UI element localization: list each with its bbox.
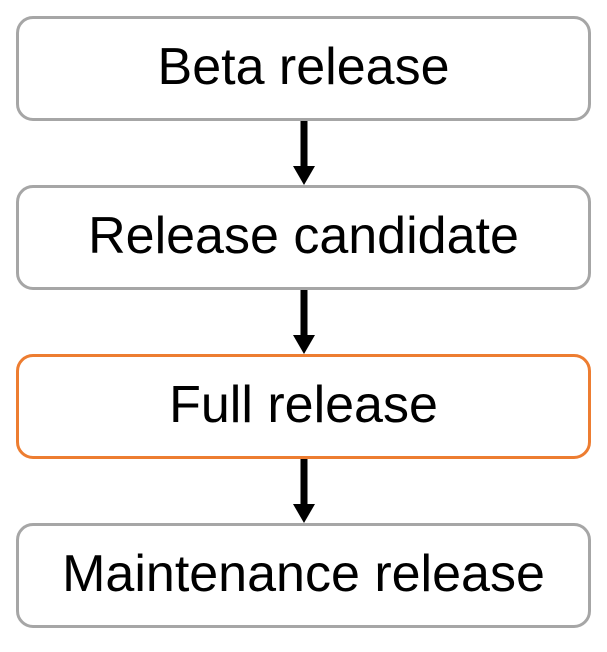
node-label: Beta release (157, 37, 450, 96)
node-release-candidate: Release candidate (16, 185, 591, 290)
release-flowchart: Beta release Release candidate Full rele… (0, 16, 607, 628)
node-beta-release: Beta release (16, 16, 591, 121)
node-label: Full release (169, 375, 438, 434)
down-arrow-icon (292, 290, 315, 354)
node-label: Maintenance release (62, 544, 545, 603)
down-arrow-icon (292, 459, 315, 523)
node-label: Release candidate (88, 206, 519, 265)
node-maintenance-release: Maintenance release (16, 523, 591, 628)
node-full-release: Full release (16, 354, 591, 459)
down-arrow-icon (292, 121, 315, 185)
